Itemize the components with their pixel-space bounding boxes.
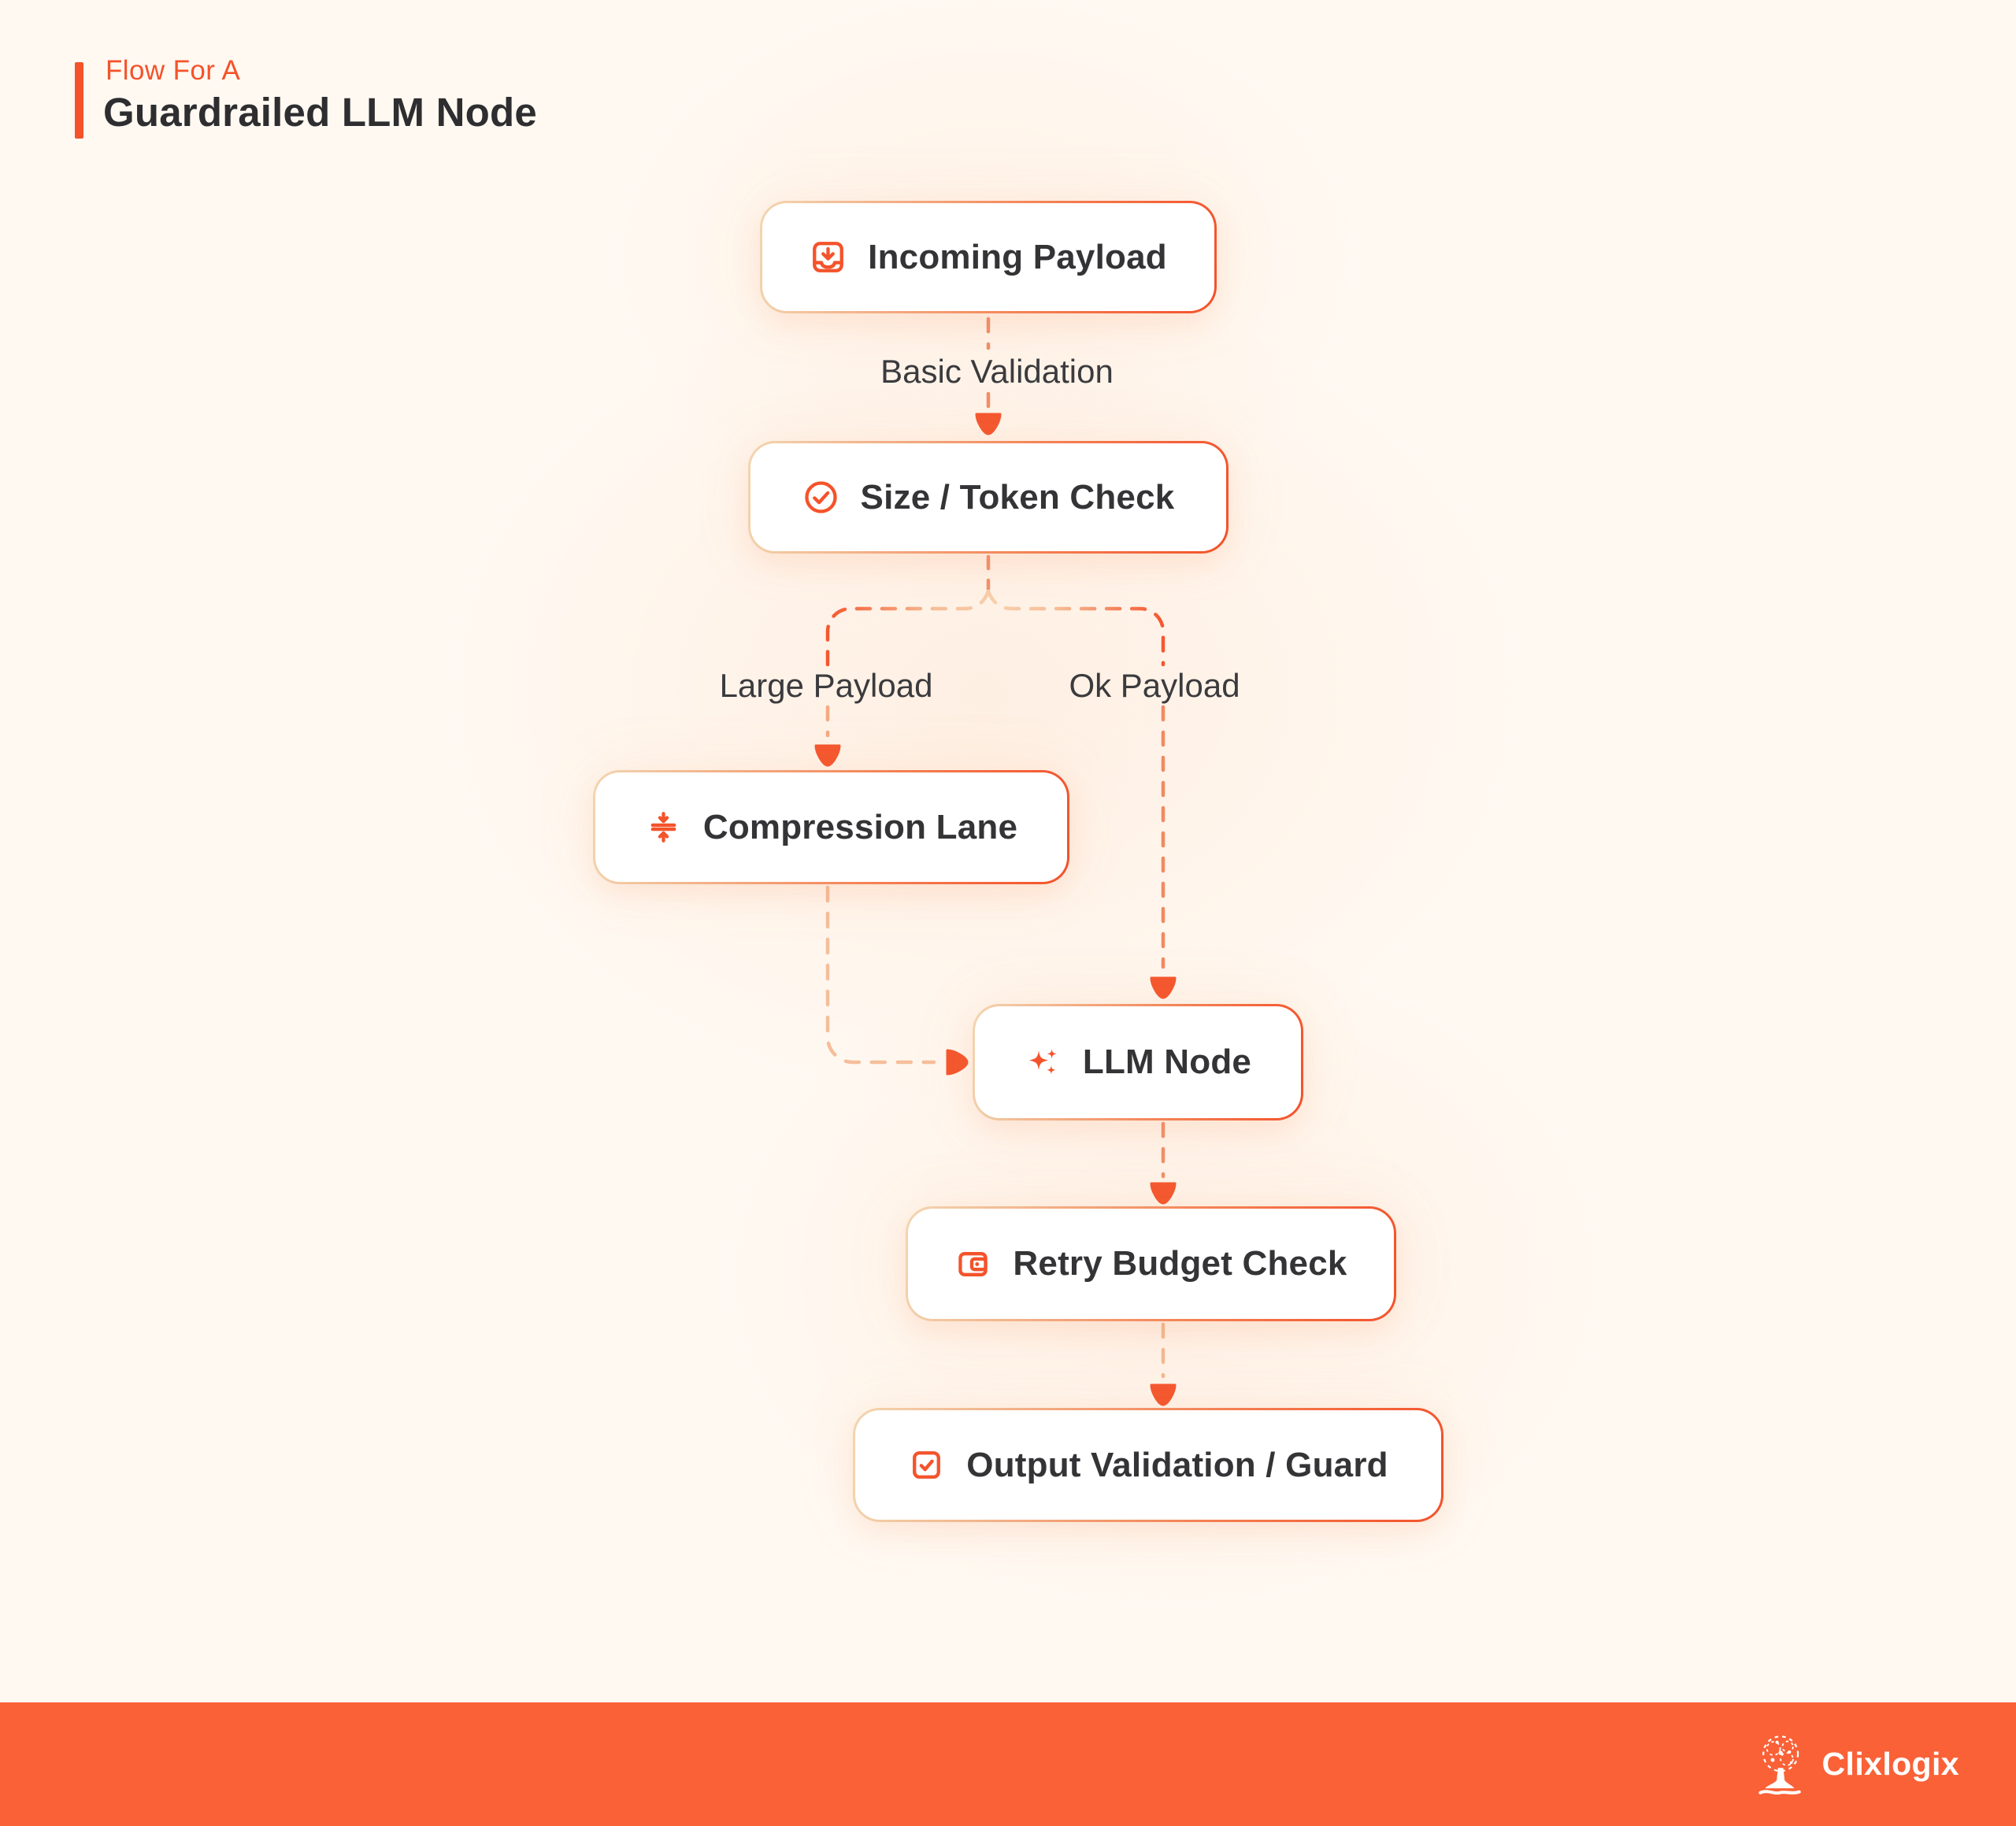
- clixlogix-brand-name: Clixlogix: [1821, 1746, 1959, 1782]
- arrow-right-icon: [946, 1049, 969, 1076]
- edge-compression-to-llm-line: [825, 885, 936, 1065]
- node-incoming-payload: Incoming Payload: [760, 201, 1217, 313]
- edge-label-large-payload: Large Payload: [719, 667, 933, 704]
- node-label: Compression Lane: [702, 807, 1018, 846]
- node-label: Retry Budget Check: [1013, 1244, 1347, 1283]
- node-label: Output Validation / Guard: [966, 1445, 1388, 1484]
- node-label: Incoming Payload: [868, 237, 1167, 276]
- node-label: Size / Token Check: [860, 477, 1175, 517]
- node-compression-lane: Compression Lane: [593, 770, 1069, 884]
- title-accent-bar: [75, 62, 83, 139]
- split-branch-right: [986, 589, 1166, 667]
- arrow-down-icon: [814, 744, 841, 767]
- node-size-token-check: Size / Token Check: [748, 441, 1228, 554]
- check-circle-icon: [802, 479, 839, 516]
- footer-bar: Clixlogix: [0, 1702, 2016, 1826]
- node-label: LLM Node: [1082, 1043, 1252, 1081]
- node-retry-budget-check: Retry Budget Check: [906, 1206, 1396, 1321]
- arrow-down-icon: [1150, 1383, 1177, 1406]
- clixlogix-brand: Clixlogix: [1751, 1731, 1959, 1798]
- sparkles-icon: [1025, 1044, 1062, 1081]
- arrow-down-icon: [1150, 1182, 1177, 1205]
- arrow-down-icon: [1150, 976, 1177, 999]
- node-output-validation-guard: Output Validation / Guard: [853, 1408, 1443, 1522]
- node-llm: LLM Node: [973, 1004, 1303, 1120]
- split-branch-left: [825, 589, 991, 667]
- page-title: Guardrailed LLM Node: [103, 90, 537, 135]
- inbox-arrow-down-icon: [810, 239, 847, 276]
- eyebrow-text: Flow For A: [106, 55, 241, 86]
- edge-label-basic-validation: Basic Validation: [880, 353, 1114, 390]
- clixlogix-tree-logo-icon: [1751, 1731, 1808, 1798]
- edge-label-ok-payload: Ok Payload: [1069, 667, 1240, 704]
- checkbox-checked-icon: [908, 1446, 945, 1483]
- arrow-down-icon: [975, 413, 1002, 435]
- compress-vertical-icon: [645, 809, 682, 846]
- wallet-icon: [954, 1246, 991, 1283]
